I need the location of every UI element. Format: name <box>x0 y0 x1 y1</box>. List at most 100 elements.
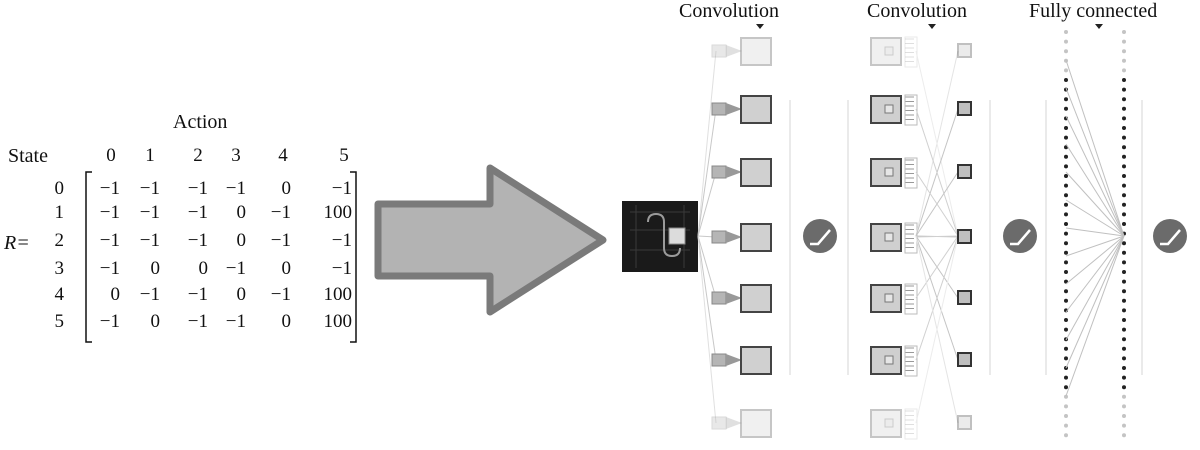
connection-line <box>697 171 717 237</box>
matrix-cell: 0 <box>236 284 247 305</box>
kernel-stack-frame <box>904 283 918 315</box>
kernel-icon <box>884 293 894 303</box>
neuron-dot <box>1122 356 1126 361</box>
neuron-dot <box>1122 222 1126 226</box>
relu-curve <box>810 229 831 246</box>
neuron-dot <box>1064 202 1068 207</box>
neuron-dot <box>1064 270 1068 274</box>
neuron-dot <box>1122 174 1126 178</box>
connection-line <box>697 235 717 299</box>
connection-line <box>697 235 717 361</box>
neuron-dot <box>1064 241 1068 246</box>
matrix-cell: 0 <box>198 258 209 279</box>
matrix-cell: −1 <box>270 284 291 305</box>
connection-line <box>1065 235 1125 285</box>
neuron-dot <box>1064 231 1068 236</box>
matrix-row-header: 0 <box>54 178 65 199</box>
network-layers <box>697 24 1187 440</box>
relu-icon <box>803 219 837 253</box>
matrix-cell: −1 <box>225 311 246 332</box>
connection-line <box>1065 199 1125 237</box>
neuron-dot <box>1122 423 1126 428</box>
neuron-dot <box>1122 202 1126 207</box>
neuron-dot <box>1122 414 1126 418</box>
matrix-cell: 0 <box>281 258 292 279</box>
neuron-dot <box>1122 154 1126 159</box>
unit-icon <box>957 290 972 305</box>
connection-line <box>1065 59 1125 237</box>
connection-line <box>1065 171 1125 237</box>
neuron-dot <box>1064 68 1068 73</box>
matrix-cell: 0 <box>150 258 161 279</box>
neuron-dot <box>1064 298 1068 303</box>
matrix-cell: 0 <box>110 284 121 305</box>
kernel-stack-frame <box>904 94 918 126</box>
neuron-dot <box>1064 375 1068 380</box>
connection-line <box>915 108 959 237</box>
neuron-dot <box>1122 366 1126 370</box>
unit-icon <box>957 415 972 430</box>
feature-map-icon <box>740 95 772 124</box>
matrix-bracket-right <box>350 171 357 343</box>
connection-line <box>1065 87 1125 237</box>
matrix-row-header: 3 <box>54 258 65 279</box>
neuron-dot <box>1122 279 1126 284</box>
filter-arrow-icon <box>726 45 742 57</box>
kernel-icon <box>884 46 894 56</box>
neuron-dot <box>1064 164 1068 169</box>
filter-icon <box>711 165 727 179</box>
matrix-column-header: 1 <box>145 145 155 166</box>
neuron-dot <box>1064 414 1068 418</box>
matrix-cell: 0 <box>236 202 247 223</box>
neuron-dot <box>1064 433 1068 438</box>
neuron-dot <box>1064 356 1068 361</box>
unit-icon <box>957 229 972 244</box>
matrix-cell: −1 <box>331 178 352 199</box>
filter-arrow-icon <box>726 292 742 304</box>
connection-line <box>915 171 959 237</box>
neuron-dot <box>1122 327 1126 332</box>
unit-icon <box>957 43 972 58</box>
kernel-icon <box>884 418 894 428</box>
matrix-cell: −1 <box>99 311 120 332</box>
kernel-icon <box>884 167 894 177</box>
r-label: R= <box>4 232 30 254</box>
connection-line <box>915 50 959 237</box>
matrix-cell: −1 <box>225 258 246 279</box>
feature-map-icon <box>870 409 902 438</box>
feature-map-icon <box>740 284 772 313</box>
connection-line <box>1065 115 1125 237</box>
neuron-dot <box>1122 49 1126 54</box>
neuron-dot <box>1122 183 1126 188</box>
neuron-dot <box>1122 289 1126 294</box>
action-label: Action <box>173 111 228 133</box>
matrix-column-header: 4 <box>278 145 288 166</box>
matrix-cell: −1 <box>139 202 160 223</box>
chevron-down-icon <box>928 24 936 29</box>
neuron-dot <box>1064 385 1068 390</box>
feature-map-icon <box>870 37 902 66</box>
neuron-dot <box>1064 154 1068 159</box>
relu-icon <box>1003 219 1037 253</box>
relu-curve <box>1010 229 1031 246</box>
matrix-cell: −1 <box>331 258 352 279</box>
neuron-dot <box>1064 404 1068 409</box>
neuron-dot <box>1122 385 1126 390</box>
connection-line <box>1065 235 1125 341</box>
matrix-cell: −1 <box>99 202 120 223</box>
matrix-cell: −1 <box>139 284 160 305</box>
neuron-dot <box>1064 97 1068 102</box>
neuron-dot <box>1064 327 1068 332</box>
feature-map-icon <box>740 158 772 187</box>
filter-arrow-icon <box>726 103 742 115</box>
unit-icon <box>957 352 972 367</box>
relu-icon <box>1153 219 1187 253</box>
filter-icon <box>711 416 727 430</box>
neuron-dot <box>1122 58 1126 63</box>
neuron-dot <box>1122 87 1126 92</box>
neuron-dot <box>1122 193 1126 198</box>
matrix-cell: −1 <box>187 311 208 332</box>
chevron-down-icon <box>1095 24 1103 29</box>
neuron-dot <box>1064 183 1068 188</box>
